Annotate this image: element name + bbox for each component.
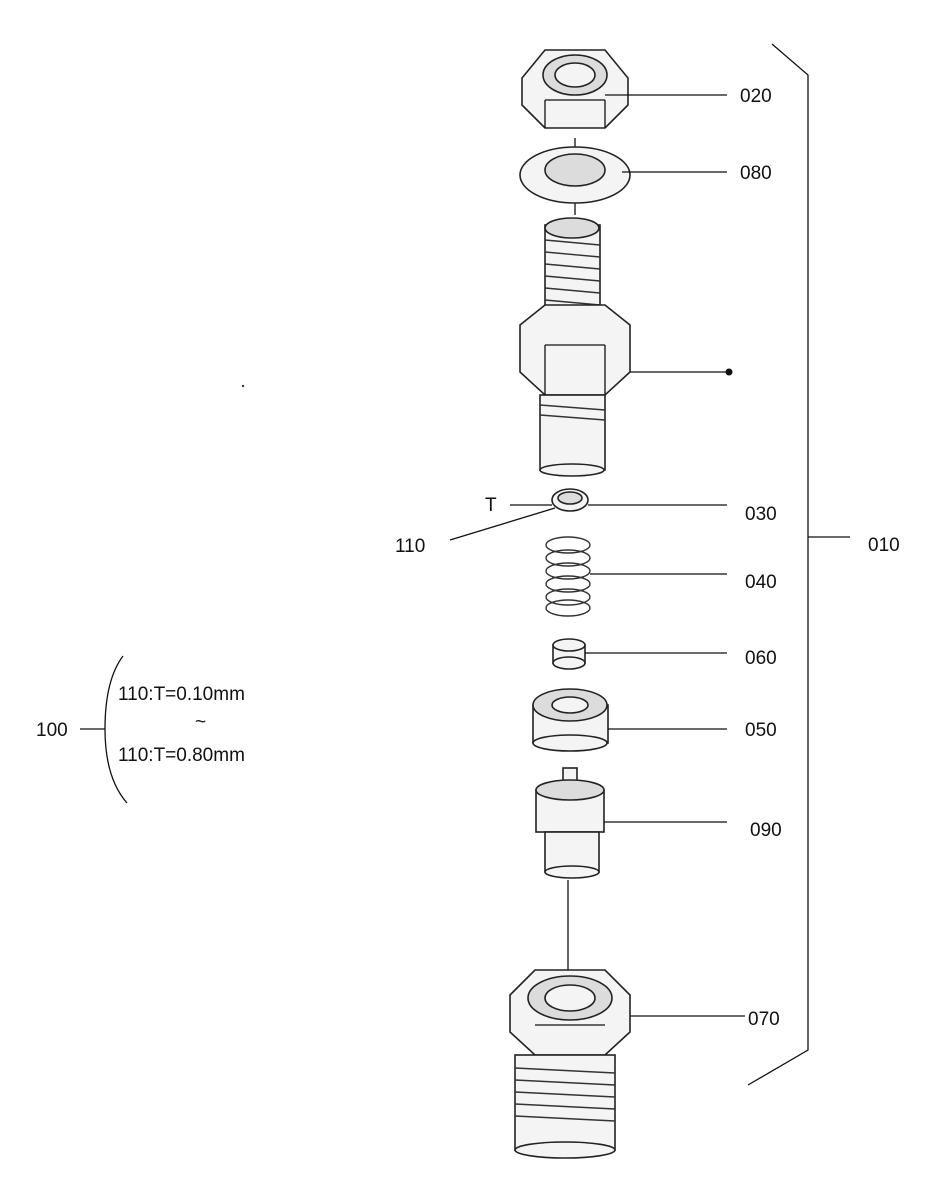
shim-ring xyxy=(551,488,589,512)
label-010: 010 xyxy=(868,535,900,556)
label-040: 040 xyxy=(745,572,777,593)
main-body xyxy=(519,217,631,477)
spring xyxy=(545,536,591,617)
label-090: 090 xyxy=(750,820,782,841)
note-line2: 110:T=0.80mm xyxy=(118,745,245,766)
note-line1: 110:T=0.10mm xyxy=(118,684,245,705)
label-t: T xyxy=(485,495,497,516)
label-070: 070 xyxy=(748,1009,780,1030)
note-brace xyxy=(104,655,128,804)
stray-dot xyxy=(241,384,245,388)
washer xyxy=(519,146,631,204)
body-leader-dot xyxy=(725,368,733,376)
note-tilde: ~ xyxy=(195,712,206,733)
plunger xyxy=(535,767,605,879)
label-080: 080 xyxy=(740,163,772,184)
label-050: 050 xyxy=(745,720,777,741)
assembly-bracket xyxy=(747,43,809,1086)
leader-110 xyxy=(449,507,556,541)
bottom-nut xyxy=(509,969,631,1159)
label-030: 030 xyxy=(745,504,777,525)
label-020: 020 xyxy=(740,86,772,107)
label-110: 110 xyxy=(395,536,425,557)
top-hex-nut xyxy=(521,49,629,129)
label-060: 060 xyxy=(745,648,777,669)
valve xyxy=(552,638,586,670)
label-100: 100 xyxy=(36,720,68,741)
valve-seat xyxy=(532,688,609,752)
